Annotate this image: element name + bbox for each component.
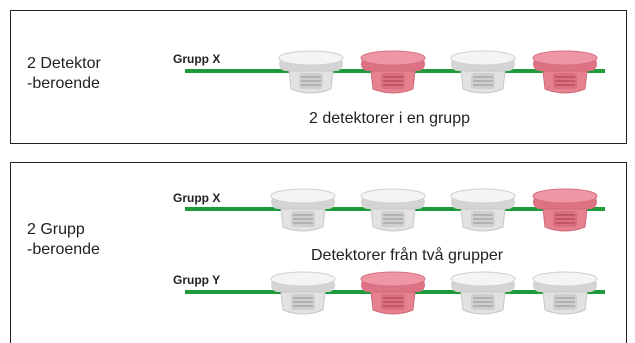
group-label: Grupp Y <box>173 273 221 287</box>
smoke-detector-icon <box>529 270 601 322</box>
alarm-detector-icon <box>357 49 429 101</box>
group-label: Grupp X <box>173 191 221 205</box>
smoke-detector-icon <box>447 49 519 101</box>
panel-group-dependent: 2 Grupp-beroende Grupp X Detektorer från… <box>10 162 627 343</box>
panel-caption: Detektorer från två grupper <box>311 247 504 264</box>
smoke-detector-icon <box>275 49 347 101</box>
group-label: Grupp X <box>173 52 221 66</box>
panel-detector-dependent: 2 Detektor-beroende Grupp X 2 detektorer… <box>10 10 627 144</box>
panel-caption: 2 detektorer i en grupp <box>309 110 470 127</box>
panel-title: 2 Grupp-beroende <box>27 221 100 258</box>
alarm-detector-icon <box>357 270 429 322</box>
smoke-detector-icon <box>447 187 519 239</box>
alarm-detector-icon <box>529 49 601 101</box>
smoke-detector-icon <box>357 187 429 239</box>
alarm-detector-icon <box>529 187 601 239</box>
smoke-detector-icon <box>267 187 339 239</box>
smoke-detector-icon <box>447 270 519 322</box>
smoke-detector-icon <box>267 270 339 322</box>
panel-title: 2 Detektor-beroende <box>27 55 101 92</box>
